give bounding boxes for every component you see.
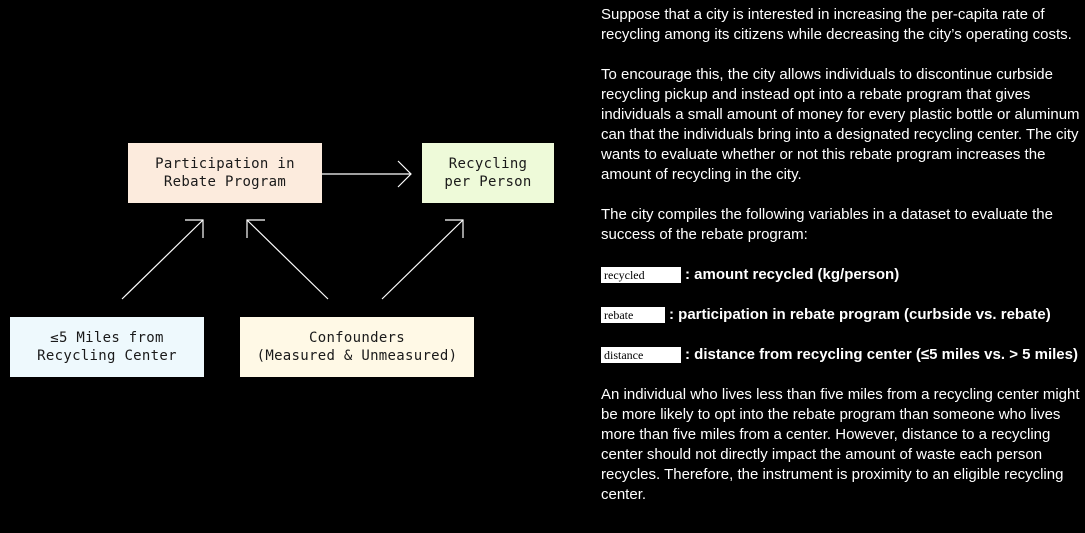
paragraph-intro: Suppose that a city is interested in inc… [601, 6, 1072, 43]
paragraph-instrument: An individual who lives less than five m… [601, 386, 1080, 503]
node-confounders-line-2: (Measured & Unmeasured) [256, 348, 458, 364]
node-rebate-line-2: Rebate Program [163, 174, 287, 190]
arrow-rebate-to-recycling [322, 160, 412, 188]
arrow-distance-to-rebate [121, 219, 204, 300]
diagram-arrows [121, 160, 464, 300]
variable-row-recycled: recycled : amount recycled (kg/person) [601, 265, 1081, 285]
variable-desc-rebate: : participation in rebate program (curbs… [669, 306, 1051, 323]
arrow-confounders-to-recycling [381, 219, 464, 300]
node-distance-line-2: Recycling Center [37, 348, 177, 364]
node-confounders-line-1: Confounders [308, 330, 406, 346]
variable-desc-recycled: : amount recycled (kg/person) [685, 266, 900, 283]
variable-name-rebate: rebate [601, 307, 665, 323]
variable-name-distance: distance [601, 347, 681, 363]
explanation-panel: Suppose that a city is interested in inc… [601, 5, 1081, 525]
variable-desc-distance: : distance from recycling center (≤5 mil… [685, 346, 1078, 363]
node-rebate-line-1: Participation in [155, 156, 295, 172]
node-rebate-participation: Participation in Rebate Program [128, 143, 322, 203]
node-confounders: Confounders (Measured & Unmeasured) [240, 317, 474, 377]
node-recycling-line-2: per Person [444, 174, 532, 190]
node-recycling-per-person: Recycling per Person [422, 143, 554, 203]
node-recycling-line-1: Recycling [448, 156, 528, 172]
variable-row-rebate: rebate : participation in rebate program… [601, 305, 1081, 325]
arrow-confounders-to-rebate [246, 219, 329, 300]
variable-name-recycled: recycled [601, 267, 681, 283]
node-distance-line-1: ≤5 Miles from [50, 330, 164, 346]
paragraph-program: To encourage this, the city allows indiv… [601, 66, 1080, 183]
node-distance: ≤5 Miles from Recycling Center [10, 317, 204, 377]
paragraph-variables-intro: The city compiles the following variable… [601, 206, 1053, 243]
variable-row-distance: distance : distance from recycling cente… [601, 345, 1081, 365]
